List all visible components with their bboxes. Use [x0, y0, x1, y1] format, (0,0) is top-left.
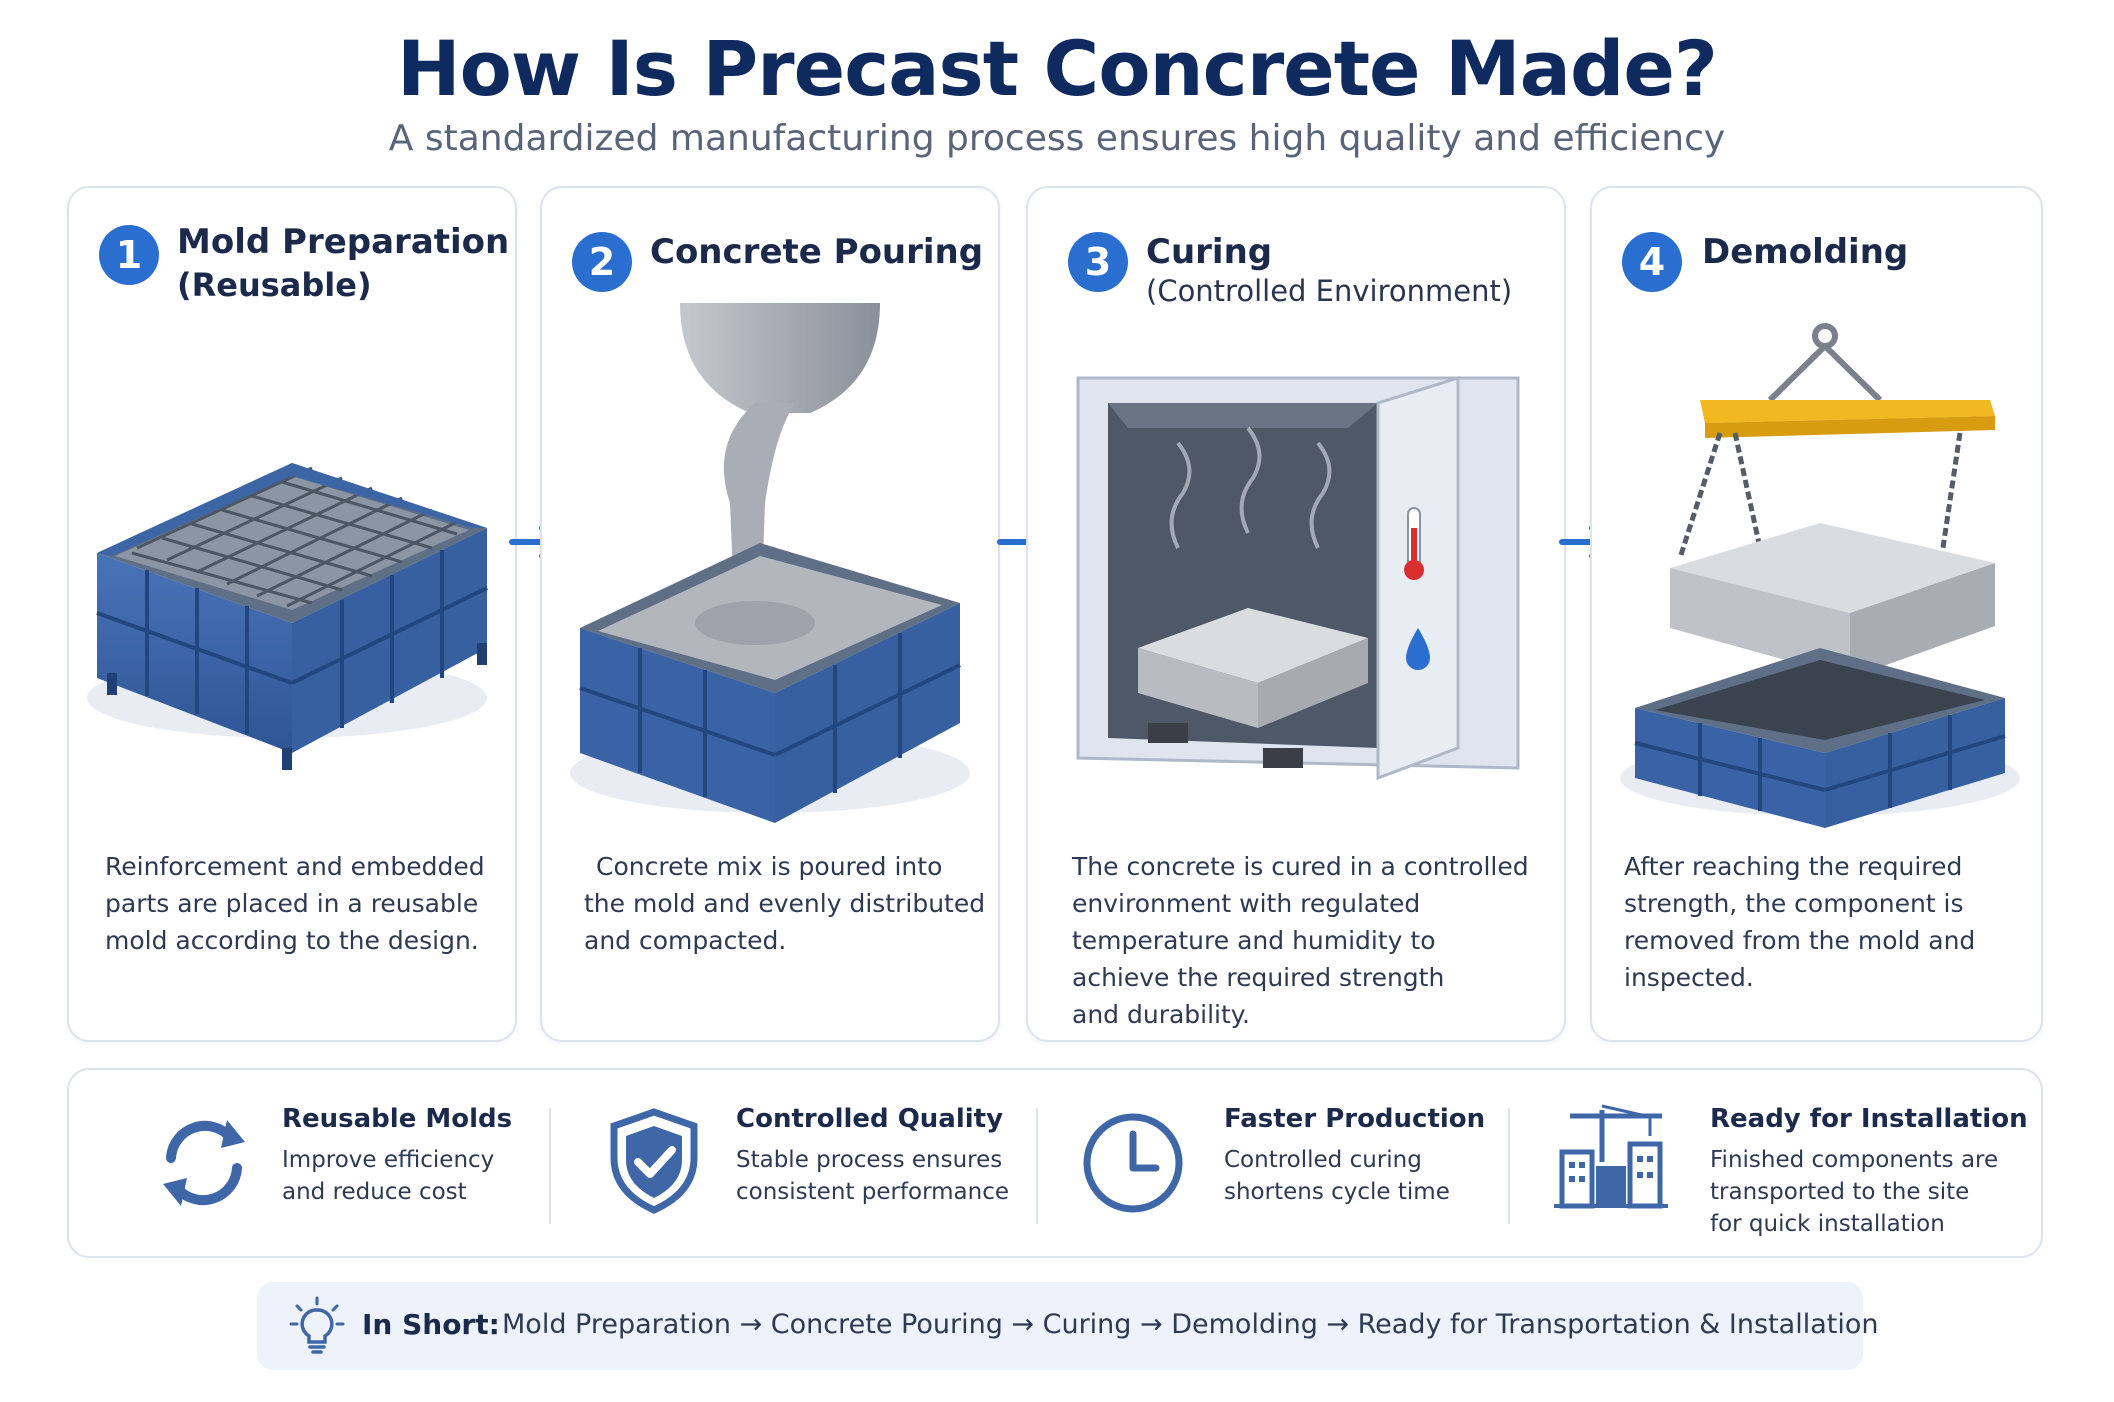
benefit-description: Stable process ensures consistent perfor… — [736, 1144, 1009, 1208]
step-title: Concrete Pouring — [650, 232, 984, 272]
description-line: Improve efficiency — [282, 1147, 495, 1173]
summary-label: In Short: — [362, 1308, 500, 1341]
step-title: Demolding — [1702, 232, 1909, 272]
benefit-reusable-molds: Reusable Molds Improve efficiency and re… — [69, 1070, 549, 1260]
description-line: Controlled curing — [1224, 1147, 1422, 1173]
step-number-badge: 2 — [572, 232, 632, 292]
description-line: The concrete is cured in a controlled — [1072, 852, 1529, 881]
demolding-crane-lift-illustration — [1620, 323, 2020, 828]
description-line: Reinforcement and embedded — [105, 852, 485, 881]
description-line: inspected. — [1624, 963, 1754, 992]
summary-banner: In Short: Mold Preparation → Concrete Po… — [257, 1282, 1878, 1370]
step-description: Concrete mix is poured into the mold and… — [584, 848, 985, 959]
benefit-title: Controlled Quality — [736, 1104, 1004, 1134]
description-line: for quick installation — [1710, 1211, 1945, 1237]
summary-text: Mold Preparation → Concrete Pouring → Cu… — [502, 1309, 1879, 1340]
step-card-demolding: 4 Demolding After reaching the required … — [1590, 186, 2043, 1042]
benefit-title: Reusable Molds — [282, 1104, 513, 1134]
step-subtitle: (Reusable) — [177, 266, 372, 304]
lightbulb-icon — [289, 1296, 345, 1354]
shield-check-icon — [610, 1108, 698, 1214]
description-line: Stable process ensures — [736, 1147, 1003, 1173]
description-line: After reaching the required — [1624, 852, 1963, 881]
crane-buildings-icon — [1554, 1104, 1668, 1209]
description-line: environment with regulated — [1072, 889, 1421, 918]
divider — [549, 1108, 551, 1224]
description-line: parts are placed in a reusable — [105, 889, 479, 918]
step-description: After reaching the required strength, th… — [1624, 848, 1975, 996]
divider — [1508, 1108, 1510, 1224]
description-line: removed from the mold and — [1624, 926, 1976, 955]
description-line: and reduce cost — [282, 1179, 467, 1205]
description-line: mold according to the design. — [105, 926, 479, 955]
description-line: Concrete mix is poured into — [596, 852, 943, 881]
benefit-ready-for-installation: Ready for Installation Finished componen… — [1510, 1070, 2040, 1260]
description-line: the mold and evenly distributed — [584, 889, 986, 918]
benefit-faster-production: Faster Production Controlled curing shor… — [1038, 1070, 1508, 1260]
curing-chamber-illustration — [1076, 375, 1520, 781]
description-line: transported to the site — [1710, 1179, 1970, 1205]
description-line: temperature and humidity to — [1072, 926, 1436, 955]
description-line: strength, the component is — [1624, 889, 1964, 918]
step-description: Reinforcement and embedded parts are pla… — [105, 848, 485, 959]
page-subtitle: A standardized manufacturing process ens… — [388, 118, 1726, 159]
description-line: and compacted. — [584, 926, 787, 955]
benefit-description: Finished components are transported to t… — [1710, 1144, 1998, 1240]
step-number-badge: 3 — [1068, 232, 1128, 292]
step-description: The concrete is cured in a controlled en… — [1072, 848, 1529, 1033]
divider — [1036, 1108, 1038, 1224]
description-line: Finished components are — [1710, 1147, 1999, 1173]
benefit-description: Improve efficiency and reduce cost — [282, 1144, 494, 1208]
page-title: How Is Precast Concrete Made? — [397, 24, 1718, 113]
clock-icon — [1083, 1113, 1183, 1213]
benefit-title: Faster Production — [1224, 1104, 1486, 1134]
concrete-pouring-illustration — [570, 303, 970, 823]
step-card-mold-preparation: 1 Mold Preparation (Reusable) Reinforcem… — [67, 186, 517, 1042]
step-number-badge: 1 — [99, 225, 159, 285]
step-number-badge: 4 — [1622, 232, 1682, 292]
description-line: consistent performance — [736, 1179, 1010, 1205]
description-line: and durability. — [1072, 1000, 1250, 1029]
benefit-title: Ready for Installation — [1710, 1104, 2028, 1134]
step-title: Curing — [1146, 232, 1273, 272]
recycle-arrows-icon — [163, 1120, 245, 1206]
benefit-controlled-quality: Controlled Quality Stable process ensure… — [551, 1070, 1036, 1260]
step-card-concrete-pouring: 2 Concrete Pouring Concrete mix is poure… — [540, 186, 1000, 1042]
step-subtitle: (Controlled Environment) — [1146, 274, 1513, 308]
benefit-description: Controlled curing shortens cycle time — [1224, 1144, 1450, 1208]
description-line: achieve the required strength — [1072, 963, 1445, 992]
step-title: Mold Preparation — [177, 222, 510, 262]
description-line: shortens cycle time — [1224, 1179, 1450, 1205]
step-card-curing: 3 Curing (Controlled Environment) The co… — [1026, 186, 1566, 1042]
mold-with-rebar-illustration — [87, 463, 488, 770]
benefits-panel: Reusable Molds Improve efficiency and re… — [67, 1068, 2043, 1258]
